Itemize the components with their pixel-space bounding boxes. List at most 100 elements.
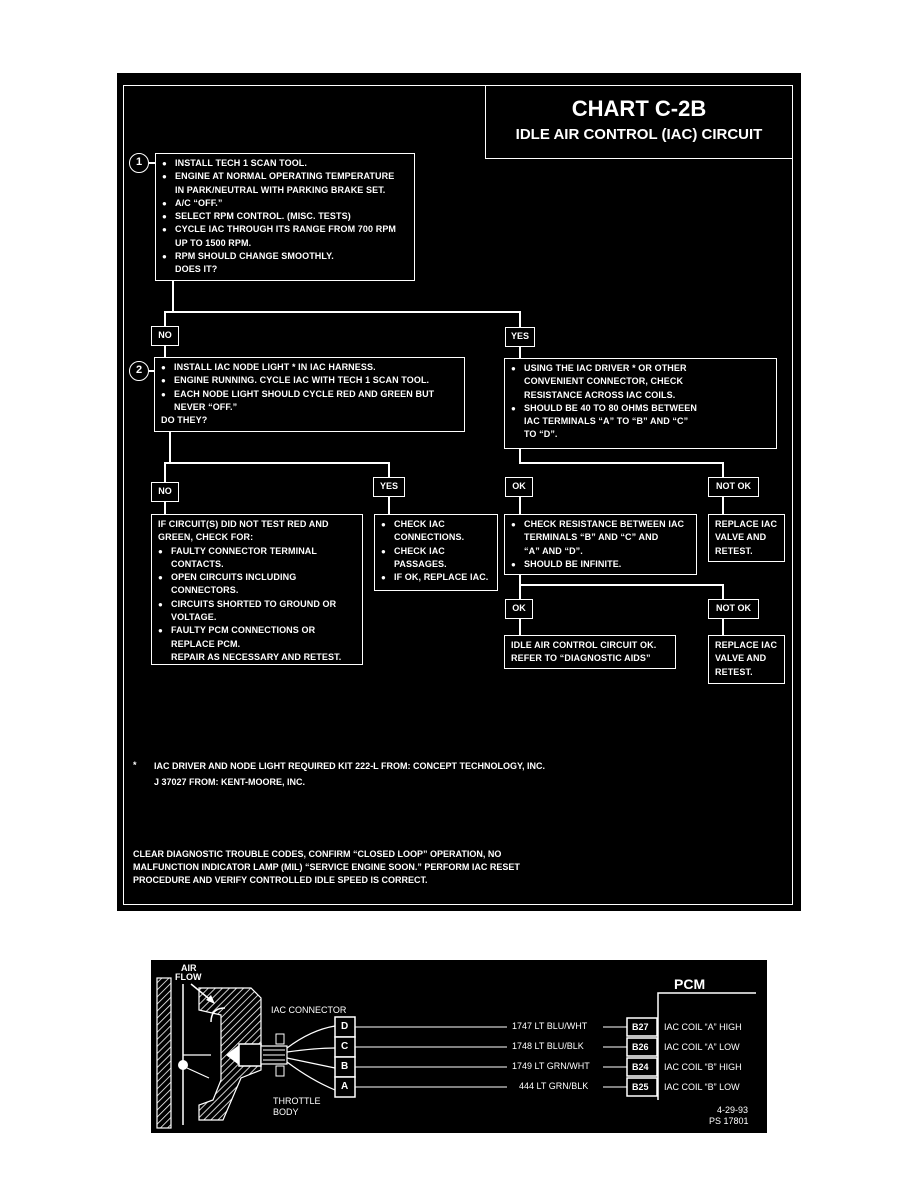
flow-line [722, 497, 724, 514]
box-line: INSTALL IAC NODE LIGHT * IN IAC HARNESS. [161, 361, 458, 375]
body-label: BODY [273, 1107, 299, 1117]
flow-line [519, 584, 521, 599]
box-line: TO “D”. [524, 429, 558, 440]
footnote-line-2: J 37027 FROM: KENT-MOORE, INC. [154, 777, 306, 787]
throttle-label: THROTTLE [273, 1096, 321, 1106]
chart-title: CHART C-2B [571, 96, 707, 121]
yes-tag-2: YES [373, 477, 405, 497]
clear-codes-line-1: CLEAR DIAGNOSTIC TROUBLE CODES, CONFIRM … [133, 849, 502, 859]
box-line: SHOULD BE 40 TO 80 OHMS BETWEEN [511, 402, 770, 416]
iac-connector-label: IAC CONNECTOR [271, 1005, 347, 1015]
box-line: CONTACTS. [171, 558, 224, 569]
step-2-marker-line [149, 370, 155, 372]
box-line: TERMINALS “B” AND “C” AND [524, 532, 659, 543]
pin-d: D [341, 1021, 349, 1032]
flow-line [164, 502, 166, 514]
pin-a: A [341, 1081, 349, 1092]
box-line: VOLTAGE. [171, 612, 217, 623]
box-line: ENGINE AT NORMAL OPERATING TEMPERATURE [162, 170, 408, 184]
pcm-label: PCM [674, 976, 706, 992]
box-line: UP TO 1500 RPM. [175, 237, 252, 248]
footnote-line-1: IAC DRIVER AND NODE LIGHT REQUIRED KIT 2… [154, 761, 546, 771]
terminal-b27: B27 [632, 1022, 649, 1032]
flow-line [169, 432, 171, 462]
coil-desc-b24: IAC COIL “B” HIGH [664, 1062, 742, 1072]
box-line: “A” AND “D”. [524, 545, 583, 556]
box-line: ENGINE RUNNING. CYCLE IAC WITH TECH 1 SC… [161, 374, 458, 388]
box-line: REPLACE PCM. [171, 638, 241, 649]
box-line: RESISTANCE ACROSS IAC COILS. [524, 389, 676, 400]
step-1-marker: 1 [129, 153, 149, 173]
box-line: USING THE IAC DRIVER * OR OTHER [511, 362, 770, 376]
box-line: CHECK IAC [381, 545, 491, 559]
wire-label-a: 444 LT GRN/BLK [519, 1081, 589, 1091]
chart-subtitle: IDLE AIR CONTROL (IAC) CIRCUIT [515, 126, 763, 143]
no-tag-2: NO [151, 482, 179, 502]
date-ref: 4-29-93 [717, 1105, 749, 1115]
box-line: IAC TERMINALS “A” TO “B” AND “C” [524, 416, 689, 427]
box-line: NEVER “OFF.” [174, 401, 238, 412]
air-flow-arrow [190, 983, 215, 1004]
circuit-fault-box: IF CIRCUIT(S) DID NOT TEST RED AND GREEN,… [151, 514, 363, 665]
terminal-b25: B25 [632, 1082, 649, 1092]
terminal-b24: B24 [632, 1062, 649, 1072]
box-line: IF CIRCUIT(S) DID NOT TEST RED AND [158, 519, 329, 529]
box-line: CONNECTIONS. [394, 532, 465, 543]
step-1-box: INSTALL TECH 1 SCAN TOOL.ENGINE AT NORMA… [155, 153, 415, 281]
flow-line [722, 462, 724, 477]
box-line: VALVE AND [715, 653, 767, 664]
not-ok-tag-1: NOT OK [708, 477, 759, 497]
coil-desc-b26: IAC COIL “A” LOW [664, 1042, 740, 1052]
step-2-marker: 2 [129, 361, 149, 381]
box-line: IDLE AIR CONTROL CIRCUIT OK. [511, 640, 657, 650]
flow-line [722, 584, 724, 599]
box-line: CHECK RESISTANCE BETWEEN IAC [511, 518, 690, 532]
circuit-ok-box: IDLE AIR CONTROL CIRCUIT OK. REFER TO “DI… [504, 635, 676, 669]
wire-label-c: 1748 LT BLU/BLK [512, 1041, 584, 1051]
box-line: SELECT RPM CONTROL. (MISC. TESTS) [162, 210, 408, 224]
resistance-check-box: USING THE IAC DRIVER * OR OTHERCONVENIEN… [504, 358, 777, 449]
box-line: CONVENIENT CONNECTOR, CHECK [524, 376, 684, 387]
pin-c: C [341, 1041, 349, 1052]
clear-codes-line-2: MALFUNCTION INDICATOR LAMP (MIL) “SERVIC… [133, 862, 520, 872]
yes-tag-1: YES [505, 327, 535, 347]
wire-label-d: 1747 LT BLU/WHT [512, 1021, 588, 1031]
step-2-box: INSTALL IAC NODE LIGHT * IN IAC HARNESS.… [154, 357, 465, 432]
box-line: REFER TO “DIAGNOSTIC AIDS” [511, 653, 651, 664]
no-tag-1: NO [151, 326, 179, 346]
box-line: A/C “OFF.” [162, 197, 408, 211]
flow-line [164, 311, 166, 326]
box-line: IF OK, REPLACE IAC. [381, 571, 491, 585]
flow-line [519, 584, 723, 586]
wire-label-b: 1749 LT GRN/WHT [512, 1061, 590, 1071]
box-line: REPAIR AS NECESSARY AND RETEST. [171, 651, 342, 662]
flow-line [519, 311, 521, 327]
wiring-diagram-drawing [156, 977, 756, 1129]
flow-line [388, 497, 390, 514]
coil-desc-b25: IAC COIL “B” LOW [664, 1082, 740, 1092]
flow-line [519, 575, 521, 585]
not-ok-tag-2: NOT OK [708, 599, 759, 619]
flow-line [164, 346, 166, 357]
wire-lines [355, 1026, 627, 1088]
box-line: IN PARK/NEUTRAL WITH PARKING BRAKE SET. [175, 184, 386, 195]
footnote-star: * [133, 760, 137, 770]
box-line: CHECK IAC [381, 518, 491, 532]
box-line: SHOULD BE INFINITE. [511, 558, 690, 572]
box-line: DOES IT? [175, 264, 218, 275]
figure-ref: PS 17801 [709, 1116, 749, 1126]
step-1-marker-line [149, 162, 155, 164]
box-line: RETEST. [715, 666, 753, 677]
box-line: GREEN, CHECK FOR: [158, 532, 254, 543]
box-line: RPM SHOULD CHANGE SMOOTHLY. [162, 250, 408, 264]
coil-desc-b27: IAC COIL “A” HIGH [664, 1022, 742, 1032]
box-line: OPEN CIRCUITS INCLUDING [158, 571, 356, 585]
pcm-terminal-shape [626, 1017, 658, 1097]
air-label: AIR [181, 963, 197, 973]
chart-inner-border [123, 85, 793, 905]
flow-label: FLOW [175, 972, 202, 982]
box-line: INSTALL TECH 1 SCAN TOOL. [162, 157, 408, 171]
